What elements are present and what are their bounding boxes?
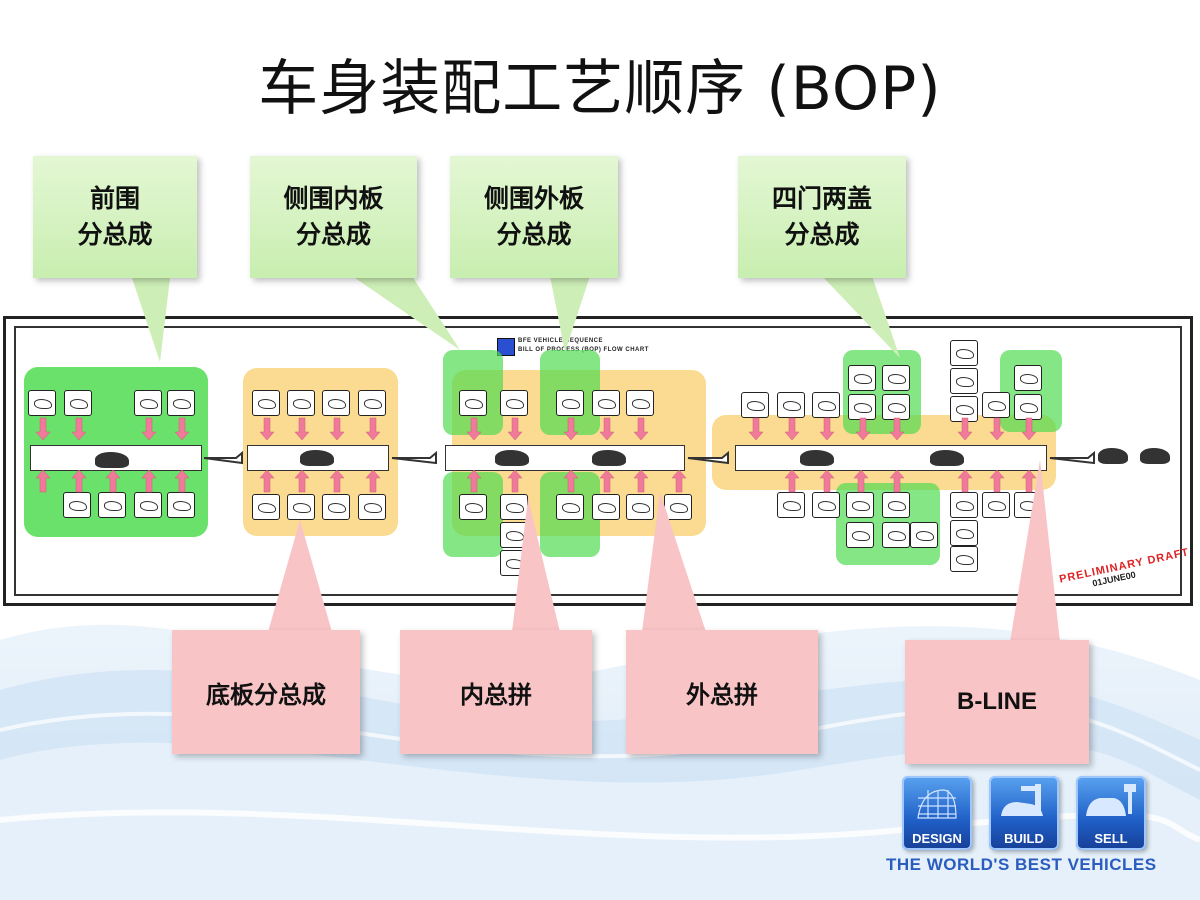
part-icon [98, 492, 126, 518]
part-icon [950, 368, 978, 394]
part-icon [287, 390, 315, 416]
part-icon [252, 390, 280, 416]
car-complete-1-glyph [1098, 448, 1128, 464]
part-icon [287, 494, 315, 520]
part-icon [950, 340, 978, 366]
sell-tile-label: SELL [1094, 831, 1128, 846]
callout-inner-framing: 内总拼 [400, 630, 592, 754]
callout-b-line-text: B-LINE [957, 688, 1037, 715]
part-icon [950, 546, 978, 572]
design-grid-icon [917, 789, 957, 819]
part-icon [592, 494, 620, 520]
part-icon [322, 494, 350, 520]
feed-arrows [35, 417, 1037, 493]
callout-front-assembly: 前围 分总成 [33, 156, 197, 278]
part-icon [664, 494, 692, 520]
callout-side-inner: 侧围内板 分总成 [250, 156, 417, 278]
part-icon [556, 390, 584, 416]
design-tile-label: DESIGN [912, 831, 962, 846]
chart-logo [497, 338, 515, 356]
callout-doors-closures: 四门两盖 分总成 [738, 156, 906, 278]
station-bar-framing [445, 445, 685, 471]
car-b-line-2-glyph [930, 450, 964, 466]
callout-floor-assembly: 底板分总成 [172, 630, 360, 754]
callout-outer-framing-text: 外总拼 [686, 680, 758, 709]
flow-arrows [203, 450, 1095, 465]
part-icon [459, 494, 487, 520]
brand-tagline: THE WORLD'S BEST VEHICLES [886, 855, 1157, 874]
part-icon [982, 392, 1010, 418]
part-icon [500, 494, 528, 520]
part-icon [882, 522, 910, 548]
callout-side-inner-text: 侧围内板 分总成 [283, 184, 384, 249]
page-title: 车身装配工艺顺序 (BOP) [258, 54, 942, 124]
callout-side-outer-text: 侧围外板 分总成 [483, 184, 584, 249]
part-icon [950, 492, 978, 518]
part-icon [910, 522, 938, 548]
part-icon [626, 494, 654, 520]
part-icon [63, 492, 91, 518]
car-front-assembly-glyph [95, 452, 129, 468]
part-icon [167, 390, 195, 416]
part-icon [1014, 365, 1042, 391]
car-b-line-1-glyph [800, 450, 834, 466]
robot-arm-icon [1001, 784, 1043, 816]
build-tile-label: BUILD [1004, 831, 1044, 846]
part-icon [358, 390, 386, 416]
part-icon [846, 492, 874, 518]
part-icon [882, 394, 910, 420]
zone-doors-top [843, 350, 921, 434]
callout-front-assembly-text: 前围 分总成 [77, 184, 153, 249]
car-outer-framing-glyph [592, 450, 626, 466]
station-bar-b-line [735, 445, 1047, 471]
part-icon [28, 390, 56, 416]
callout-side-outer: 侧围外板 分总成 [450, 156, 618, 278]
car-floor-glyph [300, 450, 334, 466]
part-icon [982, 492, 1010, 518]
part-icon [882, 492, 910, 518]
part-icon [500, 522, 528, 548]
part-icon [848, 365, 876, 391]
part-icon [500, 390, 528, 416]
part-icon [134, 492, 162, 518]
chart-header-line1: BFE VEHICLE SEQUENCE [518, 338, 604, 344]
part-icon [882, 365, 910, 391]
part-icon [777, 392, 805, 418]
callout-inner-framing-text: 内总拼 [460, 680, 532, 709]
callout-doors-closures-text: 四门两盖 分总成 [771, 184, 872, 249]
car-complete-2-glyph [1140, 448, 1170, 464]
part-icon [777, 492, 805, 518]
part-icon [322, 390, 350, 416]
part-icon [134, 390, 162, 416]
part-icon [741, 392, 769, 418]
part-icon [556, 494, 584, 520]
part-icon [626, 390, 654, 416]
design-tile: DESIGN [902, 776, 972, 850]
part-icon [64, 390, 92, 416]
part-icon [592, 390, 620, 416]
callout-floor-assembly-text: 底板分总成 [206, 680, 326, 709]
part-icon [167, 492, 195, 518]
callout-outer-framing: 外总拼 [626, 630, 818, 754]
part-icon [812, 492, 840, 518]
bop-chart-inner-frame [14, 326, 1182, 596]
part-icon [846, 522, 874, 548]
build-tile: BUILD [989, 776, 1059, 850]
car-sign-icon [1086, 784, 1136, 816]
car-inner-framing-glyph [495, 450, 529, 466]
part-icon [950, 520, 978, 546]
sell-tile: SELL [1076, 776, 1146, 850]
part-icon [812, 392, 840, 418]
callout-b-line: B-LINE [905, 640, 1089, 764]
part-icon [358, 494, 386, 520]
part-icon [459, 390, 487, 416]
part-icon [252, 494, 280, 520]
